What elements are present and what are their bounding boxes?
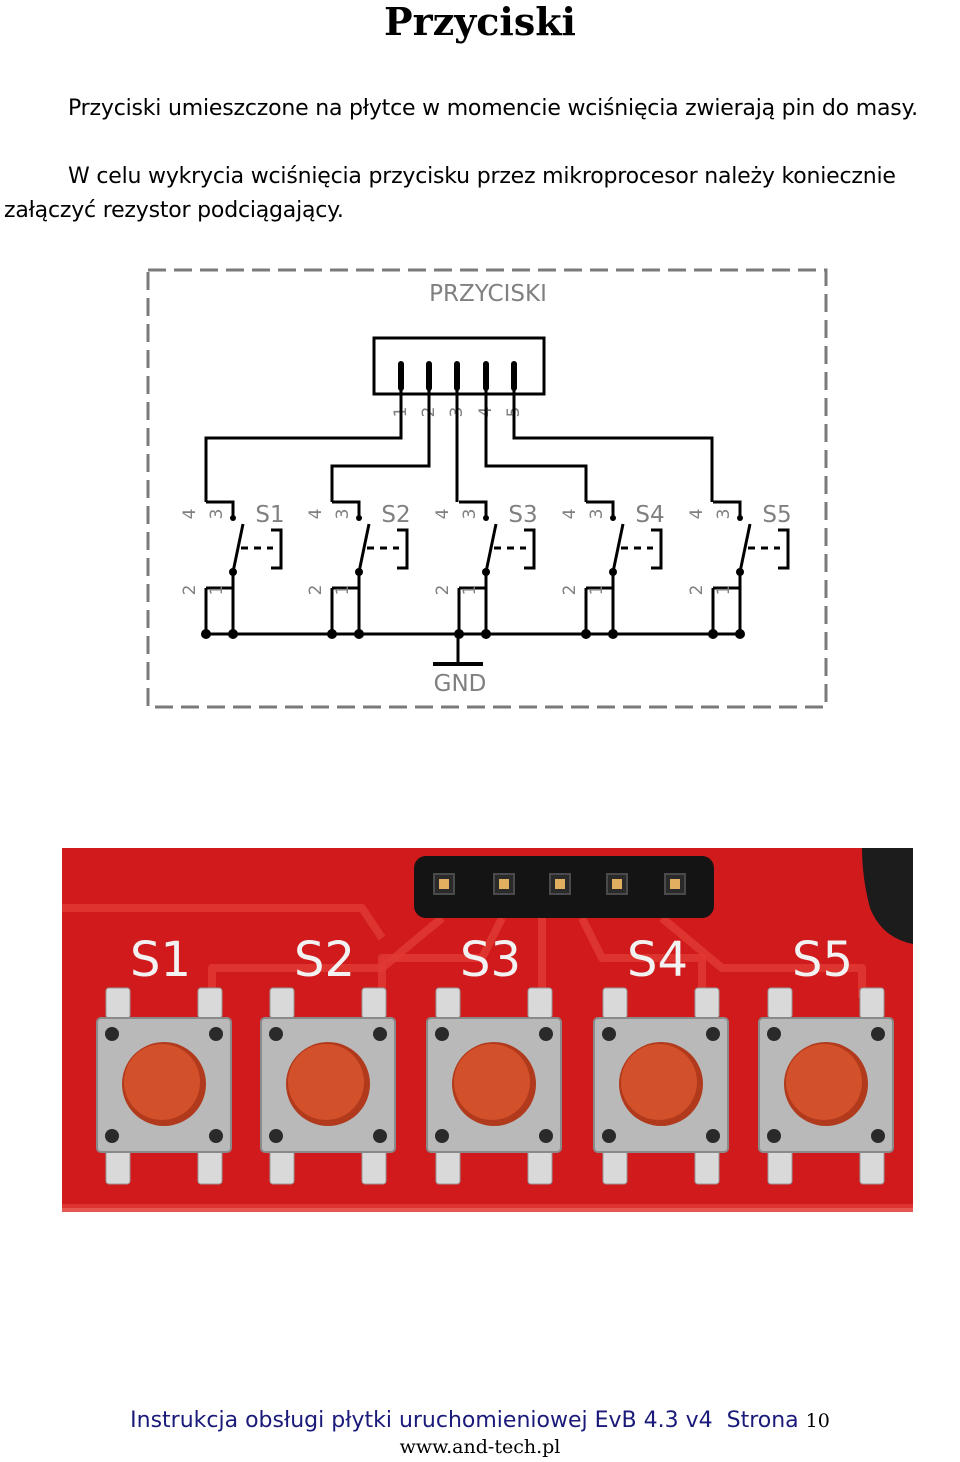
switch-pin-label: 1 <box>587 585 607 596</box>
switch-pin-label: 3 <box>333 509 353 520</box>
silk-label: S2 <box>294 932 355 988</box>
switch-pin-label: 4 <box>306 509 326 520</box>
header-label: PRZYCISKI <box>429 281 547 307</box>
switch-pin-label: 4 <box>560 509 580 520</box>
switch-pin-label: 3 <box>460 509 480 520</box>
silk-label: S5 <box>792 932 853 988</box>
tact-switch <box>758 987 894 1185</box>
switch-pin-label: 1 <box>207 585 227 596</box>
switch-label: S4 <box>635 502 664 528</box>
pin-header-body <box>372 336 546 396</box>
switch-pin-label: 3 <box>207 509 227 520</box>
switch-label: S2 <box>381 502 410 528</box>
switch-pin-label: 3 <box>714 509 734 520</box>
switch-pin-label: 4 <box>180 509 200 520</box>
pcb-traces <box>62 904 913 1212</box>
page-number: 10 <box>805 1410 830 1432</box>
footer-page-label: Strona <box>726 1408 799 1433</box>
tact-switch <box>260 987 396 1185</box>
tact-switch <box>96 987 232 1185</box>
silk-label: S1 <box>130 932 191 988</box>
switch-pin-label: 4 <box>687 509 707 520</box>
silk-label: S4 <box>627 932 688 988</box>
ground-symbol <box>433 634 483 666</box>
switch-pin-label: 3 <box>587 509 607 520</box>
footer-website: www.and-tech.pl <box>399 1436 561 1458</box>
paragraph-1: Przyciski umieszczone na płytce w momenc… <box>68 96 918 121</box>
page-title: Przyciski <box>384 0 576 44</box>
switch-pin-label: 1 <box>333 585 353 596</box>
pin-header <box>414 856 714 918</box>
switch-pin-label: 1 <box>714 585 734 596</box>
switch-pin-label: 2 <box>180 585 200 596</box>
ground-label: GND <box>434 671 487 697</box>
switch-pin-label: 2 <box>433 585 453 596</box>
schematic-frame <box>146 268 828 709</box>
tact-switch <box>426 987 562 1185</box>
footer-text: Instrukcja obsługi płytki uruchomieniowe… <box>130 1408 713 1433</box>
paragraph-2: W celu wykrycia wciśnięcia przycisku prz… <box>4 164 896 223</box>
tact-switch <box>593 987 729 1185</box>
switch-pin-label: 2 <box>560 585 580 596</box>
switch-pin-label: 4 <box>433 509 453 520</box>
pcb-edge <box>62 1208 913 1246</box>
board-photo: S1 S2 S3 S4 S5 <box>62 848 913 1246</box>
footer: Instrukcja obsługi płytki uruchomieniowe… <box>0 1406 960 1436</box>
switch-pin-label: 2 <box>687 585 707 596</box>
switch-label: S3 <box>508 502 537 528</box>
switch-pin-label: 2 <box>306 585 326 596</box>
silkscreen-labels: S1 S2 S3 S4 S5 <box>130 932 853 988</box>
switch-label: S1 <box>255 502 284 528</box>
switch-label: S5 <box>762 502 791 528</box>
component-shadow <box>862 848 913 944</box>
switch-pin-label: 1 <box>460 585 480 596</box>
tact-switches <box>96 987 894 1185</box>
silk-label: S3 <box>460 932 521 988</box>
